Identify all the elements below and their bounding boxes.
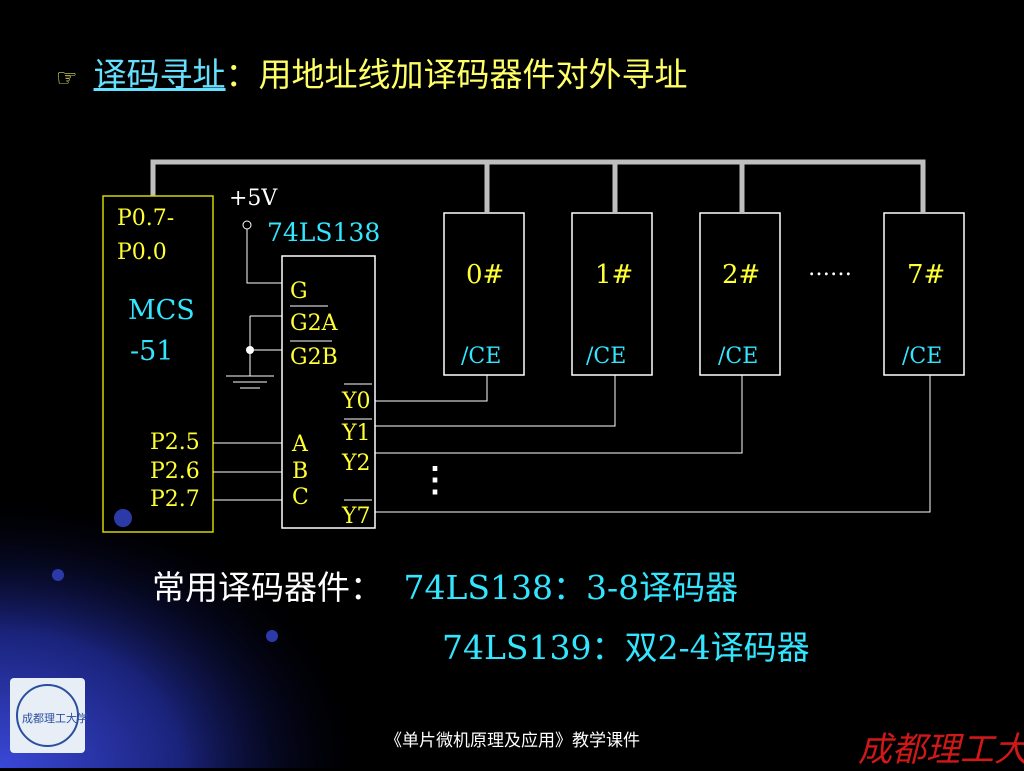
logo-seal: 成都理工大学: [16, 684, 88, 747]
vcc-terminal: [242, 220, 252, 230]
data-bus: [150, 159, 926, 212]
mcu-pin-p27: P2.7: [150, 487, 200, 512]
chip-7-box: [883, 212, 965, 376]
chip-7-label: 7#: [907, 260, 946, 290]
notes-label: 常用译码器件：: [152, 568, 383, 607]
mcu-pin-p26: P2.6: [150, 459, 200, 484]
mcu-name-1: MCS: [128, 295, 195, 326]
university-calligraphy: 成都理工大学: [858, 730, 1024, 770]
chip-7-ce: /CE: [902, 344, 943, 369]
decoder-pin-b: B: [292, 459, 309, 484]
decoder-pin-y1: Y1: [342, 421, 371, 446]
chips-ellipsis: ……: [808, 256, 852, 281]
chip-0-box: [443, 212, 525, 376]
chip-0-ce: /CE: [461, 344, 502, 369]
decoder-pin-y7: Y7: [342, 504, 371, 529]
pointing-hand-icon: ☞: [56, 64, 78, 92]
chip-2-ce: /CE: [718, 344, 759, 369]
ground-junction-dot: [246, 346, 254, 354]
chip-0-label: 0#: [466, 260, 505, 290]
decoder-pin-g2b: G2B: [290, 345, 338, 370]
mcu-pin-p25: P2.5: [150, 430, 200, 455]
mcu-pins-label-2: P0.0: [117, 240, 167, 265]
chip-1-box: [571, 212, 653, 376]
decoder-name-label: 74LS138: [267, 218, 381, 247]
chip-2-label: 2#: [722, 260, 761, 290]
decoder-pin-g: G: [290, 279, 308, 304]
vcc-label: +5V: [229, 186, 278, 211]
notes-74ls138: 74LS138：3-8译码器: [403, 568, 739, 607]
chip-1-label: 1#: [595, 260, 634, 290]
slide-title: ☞ 译码寻址：用地址线加译码器件对外寻址: [56, 48, 688, 96]
logo-text: 成都理工大学: [22, 712, 88, 725]
notes-line-1: 常用译码器件： 74LS138：3-8译码器: [152, 561, 738, 609]
mcu-pins-label-1: P0.7-: [117, 206, 175, 231]
footer-course-title: 《单片微机原理及应用》教学课件: [385, 731, 640, 751]
title-keyword: 译码寻址: [93, 55, 226, 94]
outputs-ellipsis: ⋮: [418, 460, 452, 500]
mcu-box: [102, 195, 214, 533]
decoder-pin-c: C: [292, 485, 309, 510]
chip-2-box: [699, 212, 781, 376]
decoder-box: [281, 255, 376, 529]
title-rest: ：用地址线加译码器件对外寻址: [225, 55, 688, 94]
mcu-name-2: -51: [130, 336, 174, 367]
decoder-pin-g2a: G2A: [290, 311, 338, 336]
notes-74ls139: 74LS139：双2-4译码器: [442, 628, 810, 667]
decoder-pin-y2: Y2: [342, 451, 371, 476]
chip-1-ce: /CE: [586, 344, 627, 369]
decoder-pin-a: A: [292, 432, 308, 457]
decoder-pin-y0: Y0: [342, 389, 371, 414]
university-logo: 成都理工大学: [10, 678, 88, 753]
